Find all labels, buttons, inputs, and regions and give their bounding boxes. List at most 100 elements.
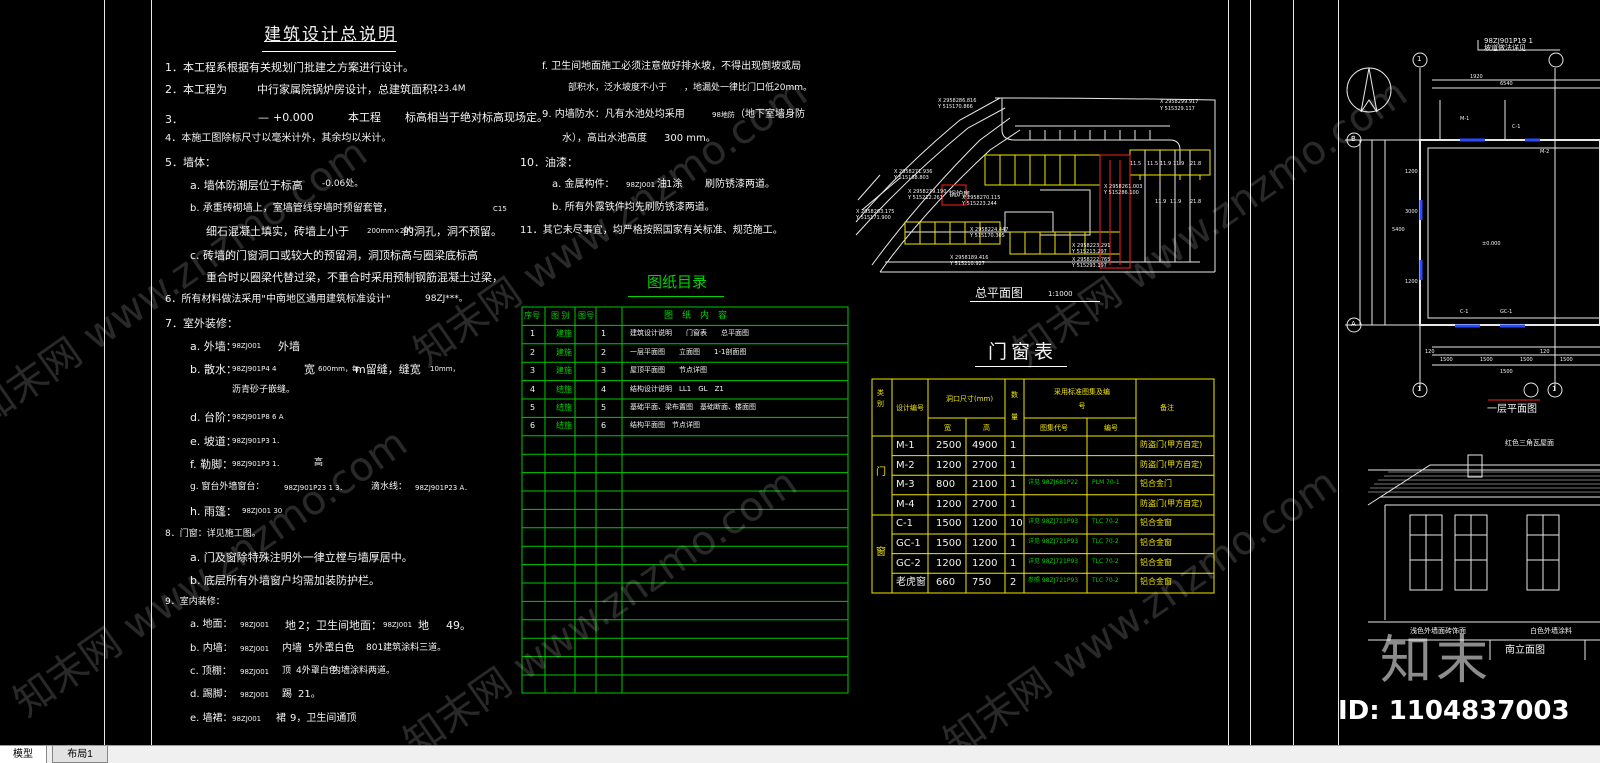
- dw-cell-note: 铝合金门: [1140, 479, 1172, 489]
- note-line: 3．: [165, 113, 183, 126]
- plan-dimension: 1500: [1560, 357, 1573, 363]
- elev-roof-label: 红色三角瓦屋面: [1505, 439, 1554, 447]
- index-cell: 5: [601, 403, 607, 412]
- frame-line: [1228, 0, 1229, 745]
- note-line: 21。: [298, 689, 321, 700]
- site-dimension: 21.8: [1190, 161, 1202, 167]
- index-cell: 1: [530, 329, 536, 339]
- note-line: 地: [285, 619, 296, 632]
- dw-cell-note: 防盗门(甲方自定): [1140, 459, 1203, 469]
- note-line: e. 墙裙：: [190, 713, 233, 724]
- dw-cell-note: 铝合金窗: [1140, 518, 1172, 528]
- note-line: 标高相当于绝对标高现场定。: [405, 111, 548, 124]
- note-line: a. 墙体防潮层位于标高: [190, 179, 303, 192]
- index-header-no: 序号: [524, 311, 540, 320]
- site-dimension: 11.5: [1130, 161, 1142, 167]
- site-plan-drawing: [855, 97, 1216, 273]
- note-line: 98ZJ***。: [425, 294, 468, 304]
- dw-cell-num: TLC 70-2: [1092, 557, 1119, 565]
- note-line: —: [258, 111, 269, 124]
- site-coordinate: X 2958286.816: [938, 98, 977, 104]
- dw-cell-code: GC-1: [896, 538, 921, 549]
- plan-dimension: 1500: [1520, 357, 1533, 363]
- site-dimension: 11.5: [1147, 161, 1159, 167]
- axis-label: 1: [1417, 55, 1422, 63]
- floor-ref-label: 坡道做法详见: [1484, 44, 1526, 52]
- note-line: 滴水线：: [371, 482, 408, 492]
- index-cell: 2: [530, 347, 536, 357]
- note-line: b. 所有外露铁件均先刷防锈漆两道。: [552, 202, 715, 213]
- frame-line: [1293, 0, 1294, 745]
- note-line: 98ZJ901P3 1．: [232, 460, 284, 468]
- cad-model-viewport[interactable]: 建筑设计总说明 1．本工程系根据有关规划门批建之方案进行设计。 2．本工程为 中…: [0, 0, 1600, 745]
- note-line: 2；卫生间地面：: [298, 619, 382, 632]
- note-line: g. 窗台外墙窗台：: [190, 482, 265, 492]
- site-coordinate: Y 515171.900: [856, 215, 891, 221]
- dw-header-count: 数量: [1011, 391, 1018, 421]
- index-title: 图纸目录: [647, 273, 708, 291]
- dw-header-w: 宽: [944, 424, 951, 432]
- index-cell: 3: [530, 366, 536, 376]
- note-line: 2．本工程为: [165, 83, 227, 96]
- tab-model[interactable]: 模型: [0, 746, 47, 763]
- note-line: 沥青砂子嵌缝。: [232, 385, 296, 395]
- note-line: 200mm×200: [367, 227, 414, 235]
- dw-cell-num: PLM 70-1: [1092, 479, 1120, 487]
- dw-cell-w: 660: [936, 577, 956, 589]
- boiler-room-label: 锅炉房: [949, 190, 970, 198]
- note-line: b. 承重砖砌墙上，室墙管线穿墙时预留套管，: [190, 203, 393, 214]
- plan-dimension: 120: [1540, 349, 1550, 355]
- note-line: 的洞孔，洞不预留。: [403, 225, 502, 238]
- dw-header-h: 高: [983, 424, 990, 432]
- site-coordinate: X 2958189.416: [950, 255, 989, 261]
- note-line: 98ZJ001: [232, 715, 262, 723]
- index-header-type: 图 别: [551, 311, 570, 320]
- site-coordinate: X 2958263.175: [856, 209, 895, 215]
- dw-cell-num: TLC 70-2: [1092, 518, 1119, 526]
- dw-cell-code: M-4: [896, 498, 915, 510]
- plan-label: GC-1: [1500, 309, 1513, 315]
- dw-cell-code: 老虎窗: [896, 577, 926, 589]
- note-line: 油: [657, 179, 667, 190]
- dw-cell-num: TLC 70-2: [1092, 577, 1119, 585]
- dw-cell-w: 1200: [936, 557, 962, 569]
- note-line: -0.06处。: [322, 179, 364, 189]
- site-coordinate: Y 515210.927: [950, 261, 985, 267]
- note-line: 98ZJ001: [240, 645, 270, 653]
- dw-cell-atlas: 详见 98ZJ721P93: [1028, 538, 1079, 545]
- axis-label: B: [1351, 135, 1356, 143]
- note-line: +0.000: [273, 111, 314, 124]
- site-coordinate: Y 515168.803: [894, 175, 929, 181]
- dw-group-door: 门: [876, 467, 886, 478]
- tab-layout1[interactable]: 布局1: [52, 746, 108, 763]
- note-line: （地下室墙身防: [735, 109, 805, 120]
- note-line: 300 mm。: [664, 133, 716, 144]
- site-plan-scale: 1:1000: [1048, 290, 1073, 298]
- dw-header-std: 采用标准图集及编号: [1054, 388, 1110, 410]
- plan-dimension: 1200: [1405, 169, 1418, 175]
- note-line: 高: [314, 458, 324, 468]
- index-cell: 6: [530, 421, 536, 431]
- site-dimension: 11.9: [1173, 161, 1185, 167]
- note-line: 98ZJ001: [240, 691, 270, 699]
- note-line: a. 金属构件：: [552, 179, 615, 190]
- note-line: 98ZJ001: [240, 668, 270, 676]
- plan-dimension: 1920: [1470, 74, 1483, 80]
- layout-tab-bar: 模型 布局1: [0, 745, 1600, 763]
- dw-cell-n: 1: [1010, 440, 1017, 451]
- dw-cell-h: 1200: [972, 518, 998, 530]
- site-dimension: 11.9: [1155, 199, 1167, 205]
- note-line: 地: [418, 619, 429, 632]
- site-coordinate: Y 515223.244: [962, 201, 997, 207]
- index-cell: 4: [530, 384, 536, 394]
- dw-header-note: 备注: [1160, 404, 1174, 412]
- note-line: d. 台阶：: [190, 411, 237, 424]
- note-line: 部积水，泛水坡度不小于: [568, 83, 668, 93]
- floor-ref: 98ZJ901P19 1: [1484, 37, 1533, 45]
- frame-line: [1338, 0, 1339, 745]
- dw-cell-code: M-3: [896, 479, 915, 491]
- note-line: 6．所有材料做法采用"中南地区通用建筑标准设计": [165, 294, 391, 305]
- note-line: 1涂: [666, 179, 683, 190]
- dw-cell-n: 1: [1010, 557, 1017, 569]
- axis-label: 1: [1552, 385, 1557, 393]
